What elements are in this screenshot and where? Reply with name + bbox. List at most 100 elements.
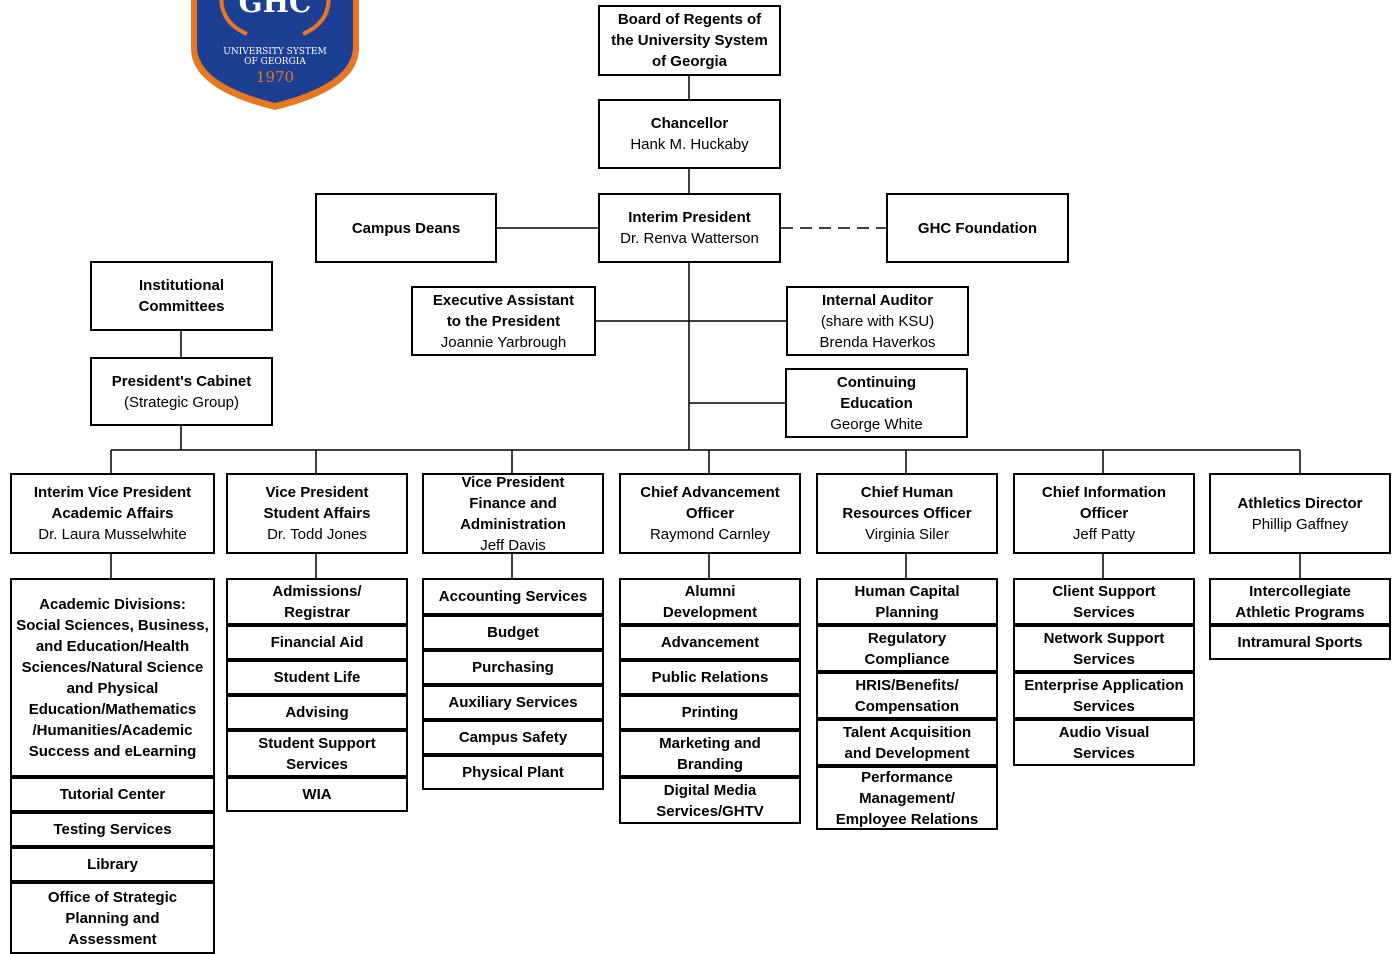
unit-label: Human Capital Planning [854,582,960,621]
continuing-ed-name: George White [830,415,923,433]
committees-title: Institutional Committees [138,277,225,315]
unit-box: Purchasing [422,650,604,685]
unit-box: Public Relations [619,660,801,695]
unit-box: Budget [422,615,604,650]
dept-title: Athletics Director [1237,494,1363,512]
ghc-logo: GHC UNIVERSITY SYSTEM OF GEORGIA 1970 [191,0,359,110]
unit-label: Talent Acquisition and Development [842,723,972,762]
dept-human-resources: Chief Human Resources Officer Virginia S… [816,473,998,554]
unit-label: Purchasing [472,659,554,676]
unit-label: Performance Management/ Employee Relatio… [835,768,979,828]
president-name: Dr. Renva Watterson [620,230,759,247]
unit-label: Public Relations [651,669,769,686]
president-title: Interim President [628,209,751,226]
unit-box: Client Support Services [1013,578,1195,625]
logo-line1: UNIVERSITY SYSTEM [223,47,326,57]
dept-title: Chief Advancement Officer [640,484,780,522]
unit-label: Advancement [660,634,760,651]
unit-label: Student Support Services [258,734,376,773]
dept-head: Phillip Gaffney [1251,515,1349,533]
unit-label: Advising [285,704,349,721]
unit-label: Printing [681,704,739,721]
dept-title: Vice President Student Affairs [263,484,371,522]
unit-label: Intramural Sports [1237,634,1363,651]
unit-box: Audio Visual Services [1013,719,1195,766]
unit-box: Intercollegiate Athletic Programs [1209,578,1391,625]
unit-box: Network Support Services [1013,625,1195,672]
dept-head: Dr. Todd Jones [267,526,367,543]
unit-label: Digital Media Services/GHTV [656,781,764,820]
unit-box: Marketing and Branding [619,730,801,777]
unit-box: Enterprise Application Services [1013,672,1195,719]
unit-label: Accounting Services [438,588,588,605]
cabinet-title: President's Cabinet [111,372,252,390]
unit-label: Academic Divisions: Social Sciences, Bus… [16,595,209,760]
dept-head: Virginia Siler [865,526,949,543]
continuing-education-box: Continuing Education George White [785,368,968,438]
presidents-cabinet-box: President's Cabinet (Strategic Group) [90,357,273,426]
unit-box: Office of Strategic Planning and Assessm… [10,882,215,954]
logo-monogram: GHC [239,0,312,19]
unit-label: Enterprise Application Services [1024,676,1184,715]
chancellor-box: Chancellor Hank M. Huckaby [598,99,781,169]
unit-box: Intramural Sports [1209,625,1391,660]
unit-label: Library [87,856,138,873]
campus-deans-box: Campus Deans [315,193,497,263]
unit-label: Client Support Services [1052,582,1156,621]
unit-box: Tutorial Center [10,777,215,812]
unit-label: WIA [302,786,332,803]
dept-head: Jeff Davis [480,536,546,554]
unit-box: Accounting Services [422,578,604,615]
dept-finance-administration: Vice President Finance and Administratio… [422,473,604,554]
ghc-foundation-box: GHC Foundation [886,193,1069,263]
auditor-name: Brenda Haverkos [819,333,936,351]
unit-label: Network Support Services [1043,629,1165,668]
dept-athletics: Athletics Director Phillip Gaffney [1209,473,1391,554]
unit-box: Financial Aid [226,625,408,660]
unit-box: Academic Divisions: Social Sciences, Bus… [10,578,215,777]
unit-label: Office of Strategic Planning and Assessm… [47,888,178,948]
dept-information: Chief Information Officer Jeff Patty [1013,473,1195,554]
unit-box: Talent Acquisition and Development [816,719,998,766]
dept-head: Raymond Carnley [649,526,771,543]
unit-box: Human Capital Planning [816,578,998,625]
chancellor-title: Chancellor [650,115,729,132]
exec-assistant-name: Joannie Yarbrough [440,333,567,351]
unit-label: Regulatory Compliance [864,629,950,668]
unit-label: Budget [487,624,539,641]
unit-box: Testing Services [10,812,215,847]
unit-box: Printing [619,695,801,730]
unit-label: Intercollegiate Athletic Programs [1235,582,1365,621]
deans-title: Campus Deans [351,219,461,237]
executive-assistant-box: Executive Assistant to the President Joa… [411,286,596,356]
unit-label: Student Life [273,669,361,686]
dept-head: Jeff Patty [1072,526,1136,543]
unit-label: Admissions/ Registrar [272,582,362,621]
unit-box: Student Support Services [226,730,408,777]
unit-label: Audio Visual Services [1058,723,1150,762]
dept-head: Dr. Laura Musselwhite [38,526,187,543]
unit-label: Tutorial Center [59,786,166,803]
dept-title: Chief Human Resources Officer [842,484,972,522]
institutional-committees-box: Institutional Committees [90,261,273,331]
unit-label: Financial Aid [270,634,364,651]
dept-advancement: Chief Advancement Officer Raymond Carnle… [619,473,801,554]
logo-line2: OF GEORGIA [244,57,306,67]
auditor-title: Internal Auditor [821,291,934,309]
continuing-ed-title: Continuing Education [836,373,917,412]
unit-label: HRIS/Benefits/ Compensation [854,676,960,715]
dept-academic-affairs: Interim Vice President Academic Affairs … [10,473,215,554]
unit-label: Physical Plant [462,764,564,781]
unit-box: WIA [226,777,408,812]
unit-box: Performance Management/ Employee Relatio… [816,766,998,830]
auditor-note: (share with KSU) [820,312,935,330]
dept-student-affairs: Vice President Student Affairs Dr. Todd … [226,473,408,554]
cabinet-subtitle: (Strategic Group) [123,393,240,411]
unit-box: Admissions/ Registrar [226,578,408,625]
unit-label: Campus Safety [458,729,568,746]
unit-box: Campus Safety [422,720,604,755]
unit-label: Auxiliary Services [448,694,578,711]
board-of-regents-box: Board of Regents of the University Syste… [598,5,781,76]
unit-box: Advancement [619,625,801,660]
